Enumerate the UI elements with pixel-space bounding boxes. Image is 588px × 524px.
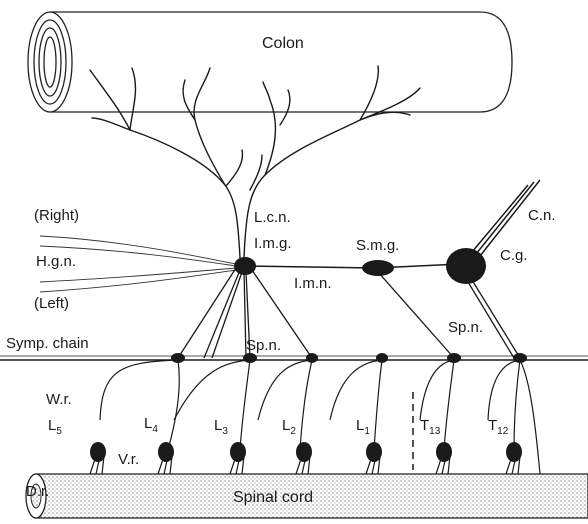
intermesenteric-nerve	[250, 180, 540, 268]
segment-label-l4: L4	[144, 416, 158, 435]
sympathetic-chain-label: Symp. chain	[6, 336, 89, 351]
dorsal-root-label: D.r.	[26, 484, 49, 499]
ventral-root-label: V.r.	[118, 452, 139, 467]
colonic-nerve-label: C.n.	[528, 208, 556, 223]
white-ramus-label: W.r.	[46, 392, 72, 407]
celiac-ganglion-label: C.g.	[500, 248, 528, 263]
segment-label-l2: L2	[282, 418, 296, 437]
superior-mesenteric-ganglion-label: S.m.g.	[356, 238, 399, 253]
hypogastric-nerve-label: H.g.n.	[36, 254, 76, 269]
inferior-mesenteric-ganglion-label: I.m.g.	[254, 236, 292, 251]
sympathetic-chain	[0, 356, 588, 360]
intermesenteric-nerve-label: I.m.n.	[294, 276, 332, 291]
segment-label-t12: T12	[488, 418, 508, 437]
splanchnic-nerve-label-left: Sp.n.	[246, 338, 281, 353]
left-label: (Left)	[34, 296, 69, 311]
lumbar-colonic-nerve	[90, 66, 420, 258]
segment-label-l3: L3	[214, 418, 228, 437]
segment-label-l5: L5	[48, 418, 62, 437]
right-label: (Right)	[34, 208, 79, 223]
colon-label: Colon	[262, 36, 304, 52]
colon-drawing	[28, 12, 512, 112]
segment-label-l1: L1	[356, 418, 370, 437]
spinal-cord-label: Spinal cord	[233, 490, 313, 506]
segment-label-t13: T13	[420, 418, 440, 437]
chain-ganglia	[171, 353, 527, 363]
splanchnic-nerve-label-right: Sp.n.	[448, 320, 483, 335]
lumbar-colonic-nerve-label: L.c.n.	[254, 210, 291, 225]
dorsal-root-ganglia	[90, 442, 522, 474]
